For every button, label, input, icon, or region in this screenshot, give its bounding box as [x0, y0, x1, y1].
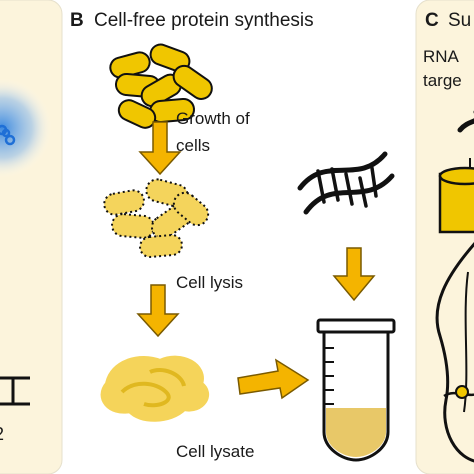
panel-a: 2 [0, 0, 63, 474]
panel-c-text-line1: RNA [423, 47, 460, 66]
arrow-down-icon [136, 284, 180, 338]
panel-b: B Cell-free protein synthesis Growth of … [70, 10, 396, 462]
step-lysis: Cell lysis [176, 273, 243, 292]
molecule-icon [0, 124, 16, 146]
arrow-right-icon [237, 358, 310, 400]
arrow-down-icon [138, 121, 182, 176]
step-growth-line2: cells [176, 136, 210, 155]
panel-c-text-line2: targe [423, 71, 462, 90]
blue-glow [0, 78, 52, 178]
panel-b-letter: B [70, 10, 84, 31]
bacteria-cells-icon [109, 43, 213, 129]
rna-strand-icon [457, 110, 474, 133]
step-lysate: Cell lysate [176, 442, 254, 461]
panel-c-background [415, 0, 474, 474]
reaction-tube-icon [316, 318, 396, 462]
panel-c-letter: C [425, 10, 439, 31]
lysate-blob-icon [100, 355, 209, 422]
arrow-down-icon [332, 247, 376, 302]
cylinder-top [438, 166, 474, 186]
panel-b-title: Cell-free protein synthesis [94, 10, 314, 31]
bracket-icon [0, 376, 30, 406]
panel-c-title: Su [448, 10, 471, 31]
flask-dot [455, 385, 469, 399]
panel-a-footer: 2 [0, 424, 4, 444]
lysed-cells-icon [103, 178, 210, 258]
flask-outline [435, 242, 474, 463]
step-growth-line1: Growth of [176, 109, 250, 128]
panel-c: C Su RNA targe [415, 0, 474, 474]
dna-icon [297, 151, 395, 215]
